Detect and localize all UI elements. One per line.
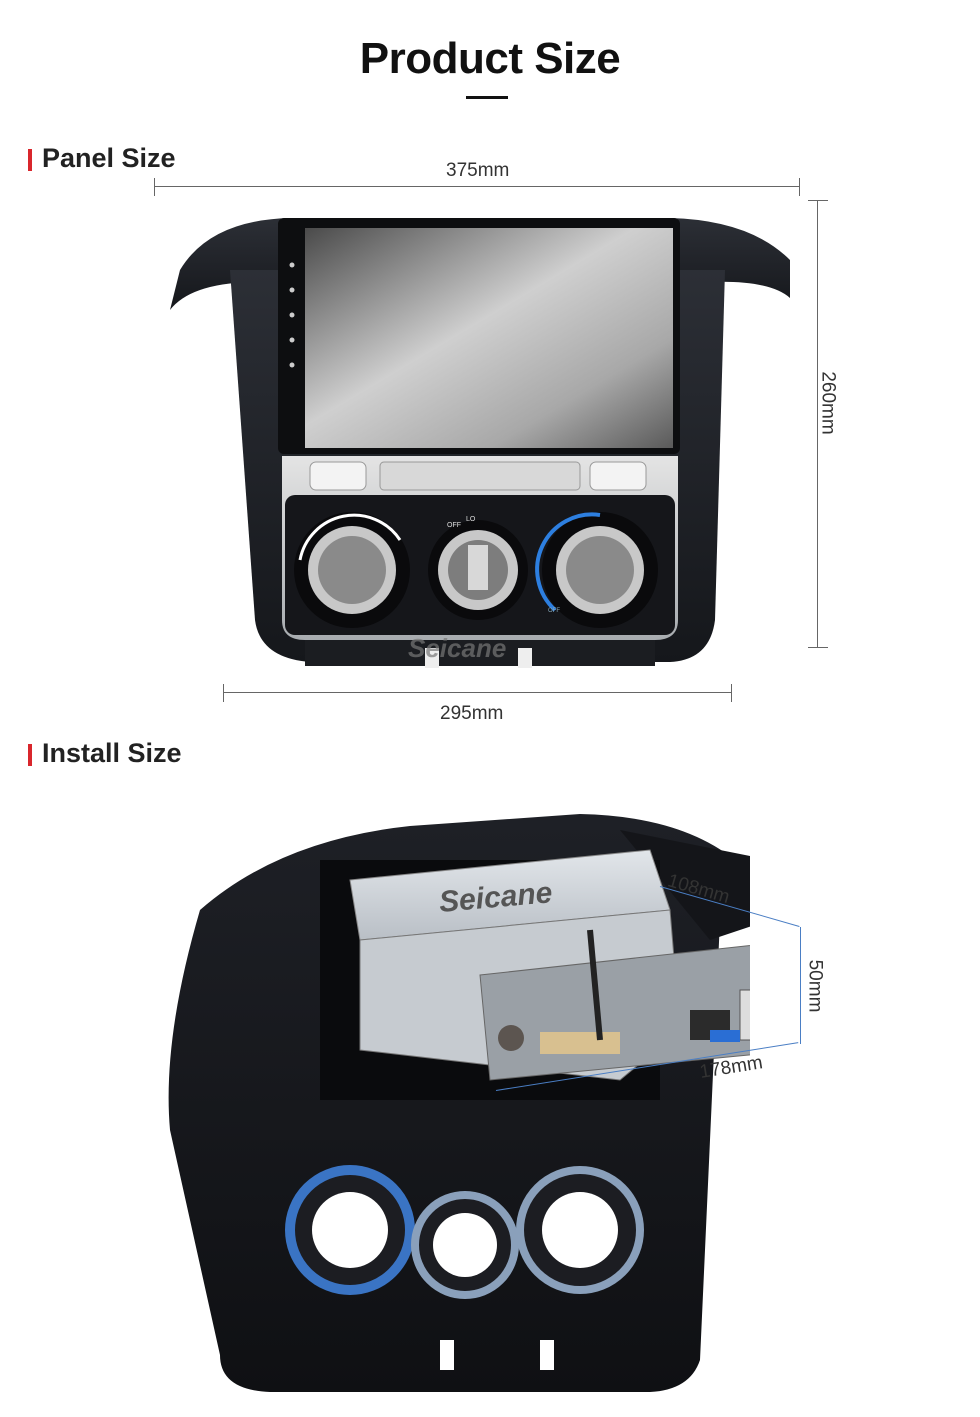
temp-low-label: LO [466, 516, 476, 523]
panel-height-tick-bottom [808, 647, 828, 648]
panel-width-tick-left [154, 178, 155, 196]
panel-width-label: 375mm [446, 160, 510, 181]
unit-height-label: 50mm [804, 959, 826, 1013]
install-illustration: Seicane [168, 814, 750, 1392]
screen [305, 228, 673, 448]
panel-bottom-line [223, 692, 732, 693]
install-section-marker [28, 744, 32, 766]
title-underline [466, 96, 508, 99]
install-size-heading: Install Size [42, 738, 182, 768]
panel-width-line [154, 186, 800, 187]
panel-size-heading: Panel Size [42, 143, 176, 173]
fan-knob [294, 512, 410, 628]
panel-height-tick-top [808, 200, 828, 201]
panel-bottom-tick-left [223, 684, 224, 702]
panel-bottom-tick-right [731, 684, 732, 702]
panel-height-label: 260mm [817, 371, 839, 435]
panel-height-line [817, 200, 818, 648]
page-title: Product Size [359, 34, 621, 83]
unit-height-line [800, 927, 801, 1044]
mode-knob [428, 520, 528, 620]
panel-brand-watermark: Seicane [408, 633, 506, 663]
panel-bottom-label: 295mm [440, 703, 504, 724]
panel-section-marker [28, 149, 32, 171]
temp-off-label: OFF [548, 608, 560, 614]
panel-illustration: OFF LO OFF Seicane [170, 218, 790, 668]
panel-width-tick-right [799, 178, 800, 196]
temp-knob [535, 512, 658, 628]
fan-off-label: OFF [447, 522, 461, 529]
